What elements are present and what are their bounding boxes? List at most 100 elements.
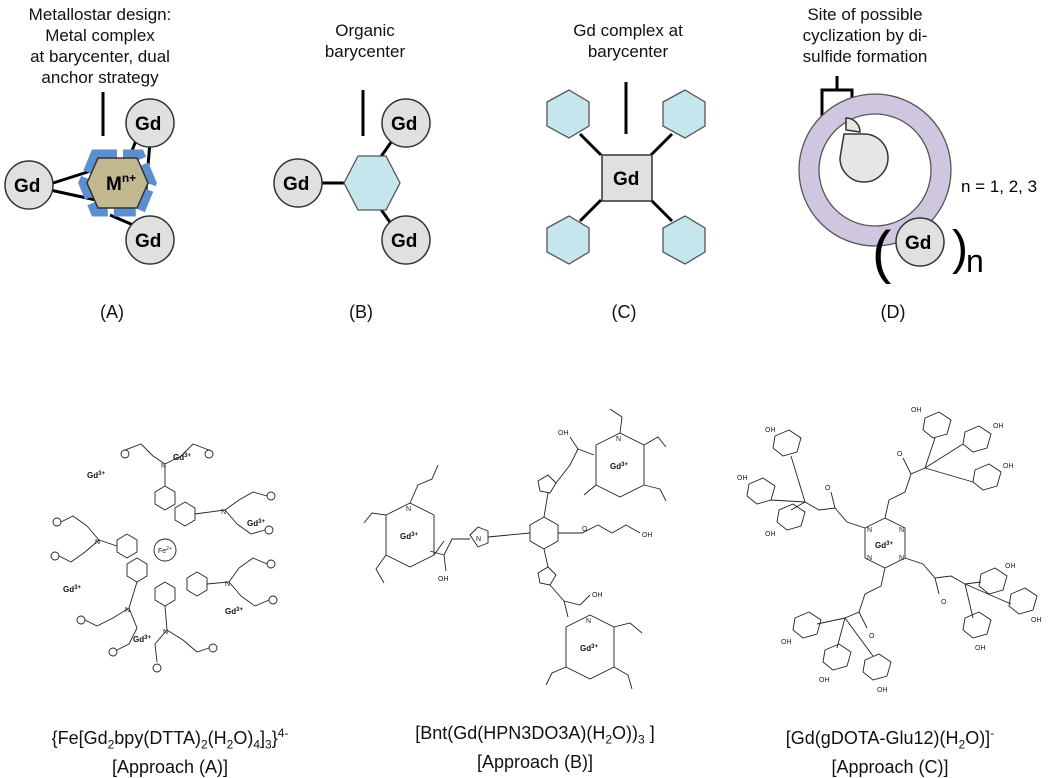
hydroxyl-label: OH [911, 407, 922, 414]
carboxylate [108, 647, 118, 657]
panel-a-label-line: at barycenter, dual [30, 47, 170, 66]
ring-outline-inner [818, 113, 932, 227]
bond-line [49, 188, 97, 202]
sugar-ring [772, 429, 802, 457]
panel-d-diagram: ( Gd ) n n = 1, 2, 3 [798, 76, 1037, 285]
nitrogen-label: N [476, 536, 481, 543]
panel-c-label-line: Gd complex at [573, 21, 683, 40]
hydroxyl-label: OH [765, 427, 776, 434]
gd-label: Gd [905, 233, 931, 254]
gd-label: Gd [391, 114, 417, 135]
metal-complex-outline [78, 149, 157, 217]
hydroxyl-label: OH [877, 687, 888, 694]
caption-b: [Bnt(Gd(HPN3DO3A)(H2O))3 ] [Approach (B)… [385, 722, 685, 773]
bond-path [884, 457, 926, 519]
panel-a-label-line: Metallostar design: [28, 5, 172, 24]
bond-path [363, 464, 445, 584]
gd-label: Gd [135, 114, 161, 135]
n-values: n = 1, 2, 3 [961, 177, 1037, 196]
metal-hexagon [86, 157, 149, 209]
bond-path [583, 408, 667, 502]
gd-circle [125, 215, 175, 265]
gd-ion-label: Gd3+ [400, 532, 418, 541]
open-paren: ( [872, 220, 891, 285]
panel-letter-d: (D) [880, 302, 906, 322]
hexagon-ligand [546, 89, 590, 139]
hydroxyl-label: OH [642, 532, 653, 539]
panel-d-label-line: sulfide formation [802, 47, 928, 66]
sugar-ring [962, 425, 992, 453]
nitrogen-label: N [406, 506, 411, 513]
bond-path [487, 492, 641, 568]
panel-c-label: Gd complex at barycenter [568, 20, 688, 62]
bond-line [649, 198, 674, 223]
nitrogen-label: N [221, 509, 226, 516]
benzene-ring [529, 516, 559, 550]
bipyridine-ring [116, 533, 138, 559]
structure-a-drawing: Fe2+ Gd3+ Gd3+ Gd3+ Gd3+ Gd3+ Gd3+ N N N… [50, 443, 278, 673]
fe-label: Fe2+ [158, 546, 172, 555]
hexagon-ligand [662, 215, 706, 265]
gd-label: Gd [391, 231, 417, 252]
panel-b-label-line: Organic [335, 21, 395, 40]
hydroxyl-label: OH [1003, 463, 1014, 470]
oxygen-label: O [825, 485, 831, 492]
panel-letter-b: (B) [349, 302, 373, 322]
panel-a-label-line: Metal complex [45, 26, 155, 45]
nitrogen-label: N [867, 555, 872, 562]
nitrogen-label: N [225, 581, 230, 588]
subscript-n: n [966, 243, 984, 279]
carboxylate [152, 663, 162, 673]
hydroxyl-label: OH [558, 430, 569, 437]
hydroxyl-label: OH [1031, 617, 1042, 624]
bond-path [206, 557, 270, 607]
panel-a-diagram: Mn+ Gd Gd Gd [4, 92, 175, 265]
bond-path [154, 605, 210, 663]
hydroxyl-label: OH [592, 592, 603, 599]
metal-label: Mn+ [106, 171, 136, 195]
carboxylate [204, 449, 214, 459]
bipyridine-ring [154, 485, 176, 511]
gd-ion-label: Gd3+ [173, 453, 191, 462]
nitrogen-label: N [125, 607, 130, 614]
hydroxyl-label: OH [975, 645, 986, 652]
structure-b-drawing: Gd3+ Gd3+ Gd3+ OH OH OH OH O N N N N [363, 408, 667, 690]
hydroxyl-label: OH [781, 639, 792, 646]
bond-path [545, 622, 643, 690]
caption-a-approach: [Approach (A)] [111, 756, 229, 777]
bond-path [124, 443, 210, 486]
structure-c-drawing: Gd3+ N N N N OH OH OH OH OH OH OH OH OH … [737, 407, 1042, 694]
gd-label: Gd [283, 174, 309, 195]
carboxylate [268, 595, 278, 605]
caption-b-approach: [Approach (B)] [476, 751, 594, 772]
gd-circle [125, 98, 175, 148]
hydroxyl-label: OH [819, 677, 830, 684]
bipyridine-ring [174, 501, 196, 527]
sugar-ring [978, 567, 1008, 595]
bond-path [804, 491, 866, 529]
panel-d-label-line: cyclization by di- [802, 26, 928, 45]
gd-circle [381, 98, 431, 148]
panel-d-label: Site of possible cyclization by di- sulf… [790, 4, 940, 67]
caption-b-formula: [Bnt(Gd(HPN3DO3A)(H2O))3 ] [415, 723, 655, 747]
disulfide-site-shape [845, 117, 861, 133]
carboxylate [208, 643, 218, 653]
nitrogen-label: N [95, 539, 100, 546]
sugar-ring [962, 611, 992, 639]
ring-outline-outer [798, 93, 952, 247]
sugar-ring [822, 643, 852, 671]
bond-path [555, 436, 595, 484]
panel-b-label-line: barycenter [324, 42, 406, 61]
bond-path [58, 515, 118, 563]
nitrogen-label: N [867, 527, 872, 534]
gd-label: Gd [14, 176, 40, 197]
nitrogen-label: N [899, 555, 904, 562]
gd-circle [4, 160, 54, 210]
hydroxyl-label: OH [737, 475, 748, 482]
gd-ion-label: Gd3+ [87, 471, 105, 480]
nitrogen-label: N [616, 436, 621, 443]
bipyridine-ring [154, 581, 176, 607]
sugar-ring [972, 463, 1002, 491]
panel-c-diagram: Gd [546, 82, 706, 265]
carboxylate [52, 517, 62, 527]
